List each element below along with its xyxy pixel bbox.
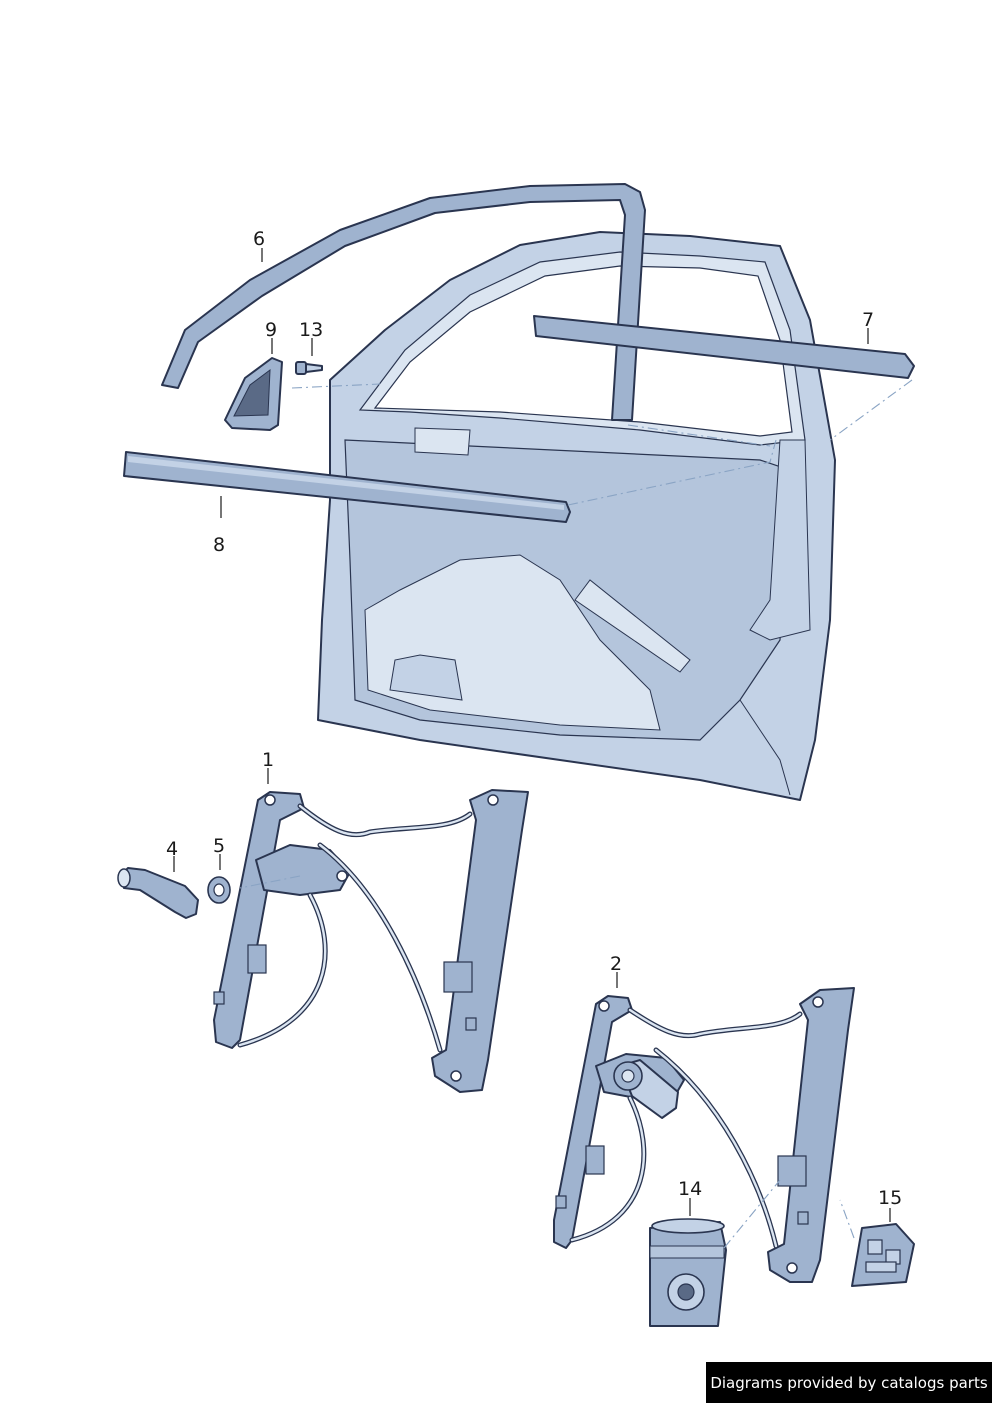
callout-4: 4 [166, 838, 179, 860]
callout-5: 5 [213, 835, 226, 857]
callout-13: 13 [299, 319, 324, 341]
callout-1: 1 [262, 749, 275, 771]
crank-handle [117, 867, 199, 919]
upper-seal-strip [533, 315, 915, 379]
watermark-banner: Diagrams provided by catalogs parts [706, 1362, 992, 1403]
callout-7: 7 [862, 309, 875, 331]
callout-6: 6 [253, 228, 266, 250]
callout-15: 15 [878, 1187, 903, 1209]
window-regulator-electric [553, 987, 855, 1283]
window-motor [649, 1218, 727, 1327]
door-shell [317, 231, 836, 801]
window-regulator-manual [213, 789, 529, 1093]
mirror-cover [224, 357, 283, 431]
window-frame-trim [161, 183, 646, 421]
screw [295, 361, 323, 375]
callout-9: 9 [265, 319, 278, 341]
callout-8: 8 [213, 534, 226, 556]
callout-14: 14 [678, 1178, 703, 1200]
leader-lines [173, 248, 891, 1222]
assembly-lines [239, 379, 913, 1249]
callout-2: 2 [610, 953, 623, 975]
washer [207, 876, 231, 904]
lower-seal-strip [123, 451, 571, 523]
control-module [851, 1223, 915, 1287]
